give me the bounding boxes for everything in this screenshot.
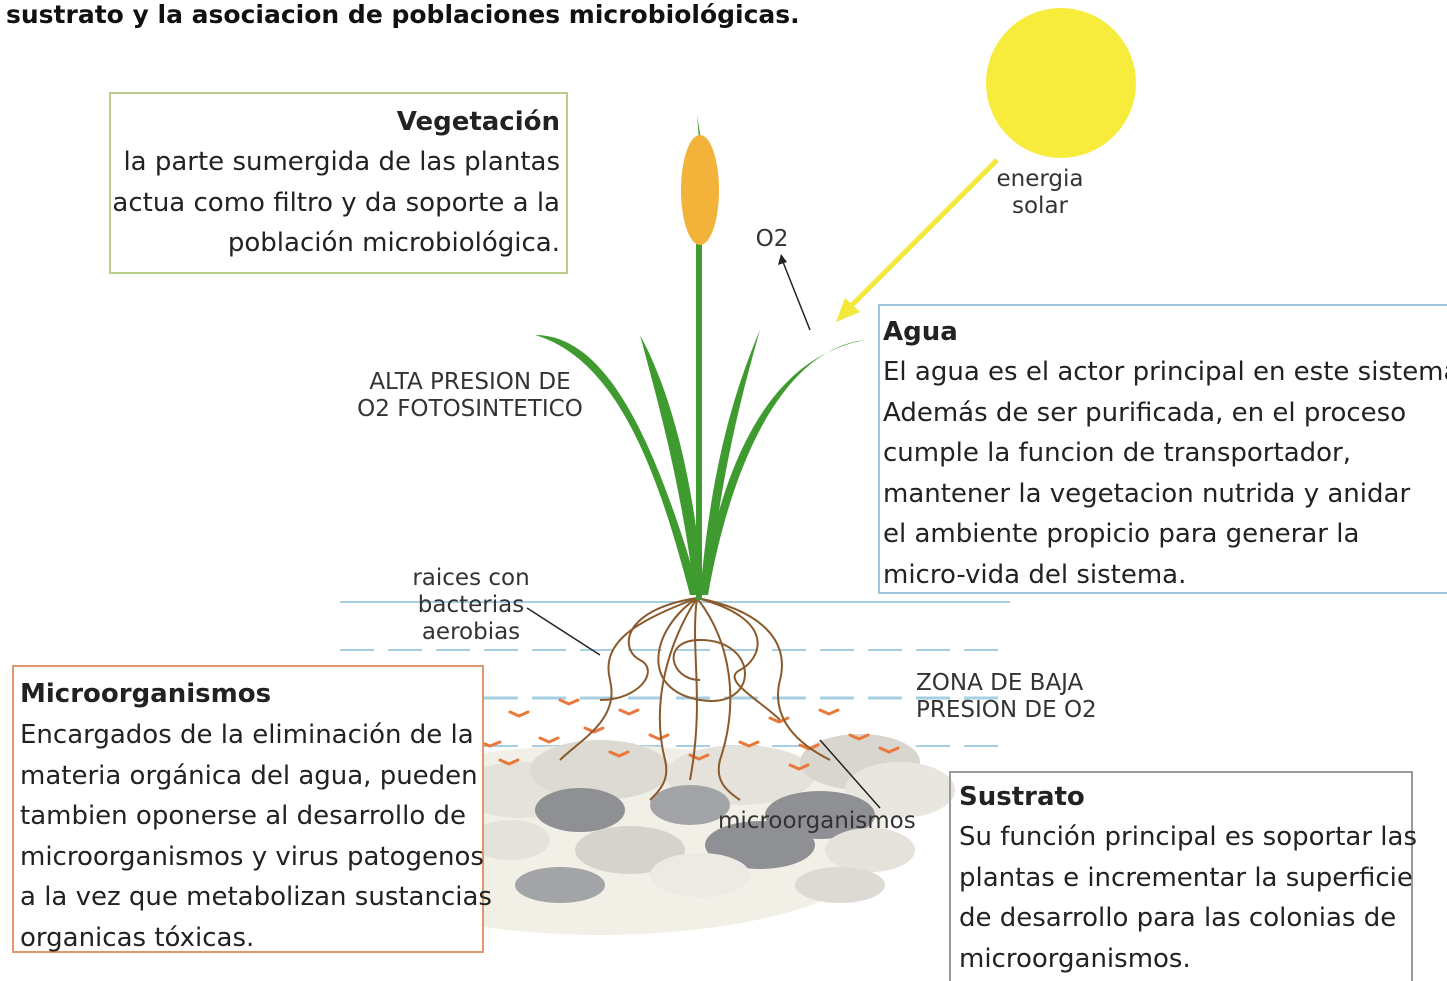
cattail-flower	[681, 135, 719, 245]
water-line-1: El agua es el actor principal en este si…	[883, 357, 1447, 387]
vegetation-title: Vegetación	[396, 107, 560, 137]
microorganisms-line-4: microorganismos y virus patogenos	[20, 841, 484, 872]
water-line-5: el ambiente propicio para generar la	[883, 519, 1360, 549]
high-o2-pressure-label: ALTA PRESION DE O2 FOTOSINTETICO	[350, 369, 590, 423]
plant-stalk	[696, 230, 702, 600]
microorganisms-box: Microorganismos Encargados de la elimina…	[12, 665, 492, 953]
solar-energy-line-2: solar	[1012, 193, 1068, 219]
water-line-2: Además de ser purificada, en el proceso	[883, 397, 1407, 428]
substrate-box: Sustrato Su función principal es soporta…	[949, 771, 1418, 981]
microorganisms-line-2: materia orgánica del agua, pueden	[20, 760, 478, 791]
high-o2-line-1: ALTA PRESION DE	[369, 369, 571, 395]
roots-bacteria-label: raices con bacterias aerobias	[406, 565, 536, 646]
water-line-6: micro-vida del sistema.	[883, 559, 1187, 590]
sun-icon	[986, 8, 1136, 158]
plant-tip	[697, 115, 701, 140]
microbes	[453, 698, 900, 771]
substrate-line-4: microorganismos.	[959, 943, 1191, 974]
substrate-line-2: plantas e incrementar la superficie	[959, 862, 1413, 893]
low-o2-line-1: ZONA DE BAJA	[916, 670, 1084, 696]
solar-energy-label: energia solar	[990, 166, 1090, 220]
roots	[559, 597, 831, 801]
substrate-line-1: Su función principal es soportar las	[959, 822, 1418, 852]
vegetation-box: Vegetación la parte sumergida de las pla…	[109, 92, 568, 274]
microorganisms-line-3: tambien oponerse al desarrollo de	[20, 801, 466, 831]
water-title: Agua	[883, 317, 958, 347]
low-o2-line-2: PRESION DE O2	[916, 697, 1097, 723]
vegetation-line-3: población microbiológica.	[227, 228, 560, 258]
microorganisms-label: microorganismos	[718, 808, 916, 834]
microorganisms-line-6: organicas tóxicas.	[20, 922, 255, 953]
vegetation-line-1: la parte sumergida de las plantas	[123, 147, 560, 177]
solar-energy-line-1: energia	[996, 166, 1084, 192]
microorganisms-title: Microorganismos	[20, 679, 272, 709]
figure-caption: sustrato y la asociacion de poblaciones …	[6, 0, 800, 29]
high-o2-line-2: O2 FOTOSINTETICO	[357, 396, 583, 422]
low-o2-zone-label: ZONA DE BAJA PRESION DE O2	[916, 670, 1097, 724]
solar-energy-arrow	[848, 158, 999, 309]
microbes-pointer	[819, 739, 881, 809]
roots-line-2: bacterias	[417, 592, 525, 618]
water-box: Agua El agua es el actor principal en es…	[878, 304, 1447, 594]
oxygen-arrowhead	[778, 254, 787, 265]
roots-pointer	[526, 607, 601, 656]
microorganisms-line-1: Encargados de la eliminación de la	[20, 720, 474, 750]
water-line-4: mantener la vegetacion nutrida y anidar	[883, 478, 1411, 509]
microorganisms-line-5: a la vez que metabolizan sustancias	[20, 882, 492, 912]
substrate-title: Sustrato	[959, 782, 1085, 812]
plant-leaves	[535, 330, 865, 595]
substrate-line-3: de desarrollo para las colonias de	[959, 903, 1397, 933]
roots-line-3: aerobias	[421, 619, 521, 645]
solar-energy-arrowhead	[836, 298, 860, 322]
water-line-3: cumple la funcion de transportador,	[883, 438, 1351, 468]
oxygen-arrow	[782, 261, 811, 331]
vegetation-line-2: actua como filtro y da soporte a la	[112, 187, 560, 218]
roots-line-1: raices con	[412, 565, 530, 591]
oxygen-label: O2	[755, 226, 789, 252]
